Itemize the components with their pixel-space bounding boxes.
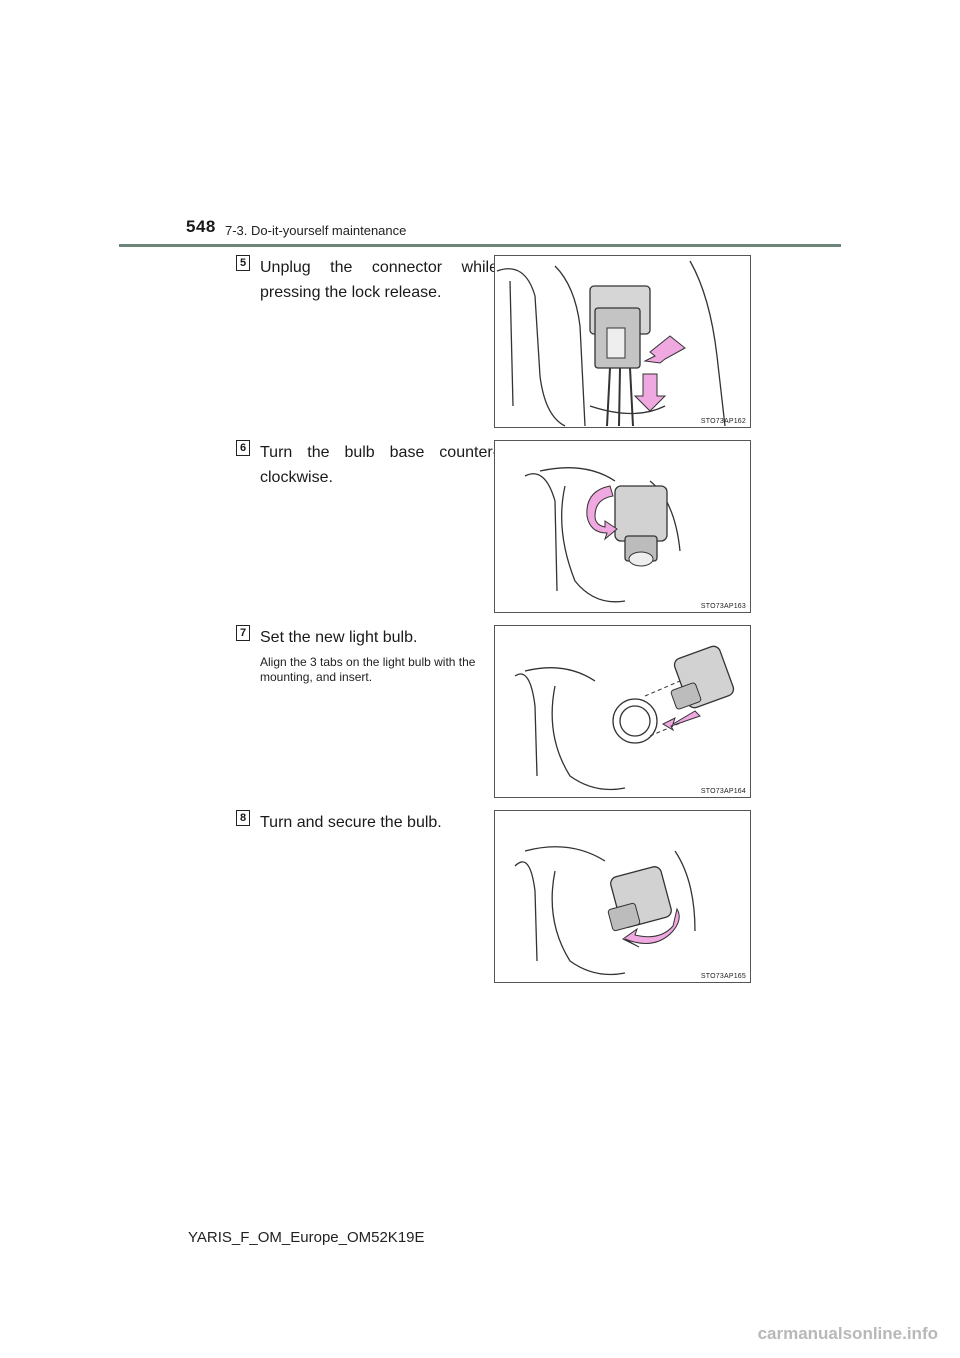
step-instruction: Turn the bulb base counter-clockwise. [260, 444, 498, 486]
bulb-secure-illustration: STO73AP165 [494, 810, 751, 983]
bulb-insert-illustration: STO73AP164 [494, 625, 751, 798]
step-number-badge: 5 [236, 255, 250, 271]
document-code-footer: YARIS_F_OM_Europe_OM52K19E [188, 1229, 425, 1246]
step-note: Align the 3 tabs on the light bulb with … [260, 655, 476, 684]
figure-code: STO73AP163 [700, 603, 746, 610]
figure-code: STO73AP164 [700, 788, 746, 795]
step-number-badge: 7 [236, 625, 250, 641]
step-number-badge: 8 [236, 810, 250, 826]
page-number: 548 [186, 217, 216, 236]
bulb-rotate-counterclockwise-illustration: STO73AP163 [494, 440, 751, 613]
figure-code: STO73AP165 [700, 973, 746, 980]
step-instruction: Set the new light bulb. [260, 629, 418, 646]
step-5: 5 Unplug the connector while pressing th… [236, 255, 751, 430]
connector-unplug-illustration: STO73AP162 [494, 255, 751, 428]
step-7: 7 Set the new light bulb. Align the 3 ta… [236, 625, 751, 800]
step-8: 8 Turn and secure the bulb. STO73AP165 [236, 810, 751, 985]
step-6: 6 Turn the bulb base counter-clockwise. … [236, 440, 751, 615]
header-rule [119, 244, 841, 247]
figure-code: STO73AP162 [700, 418, 746, 425]
section-title: 7-3. Do-it-yourself maintenance [225, 223, 407, 238]
watermark: carmanualsonline.info [757, 1324, 938, 1343]
step-instruction: Turn and secure the bulb. [260, 814, 442, 831]
step-number-badge: 6 [236, 440, 250, 456]
step-instruction: Unplug the connector while pressing the … [260, 259, 498, 301]
